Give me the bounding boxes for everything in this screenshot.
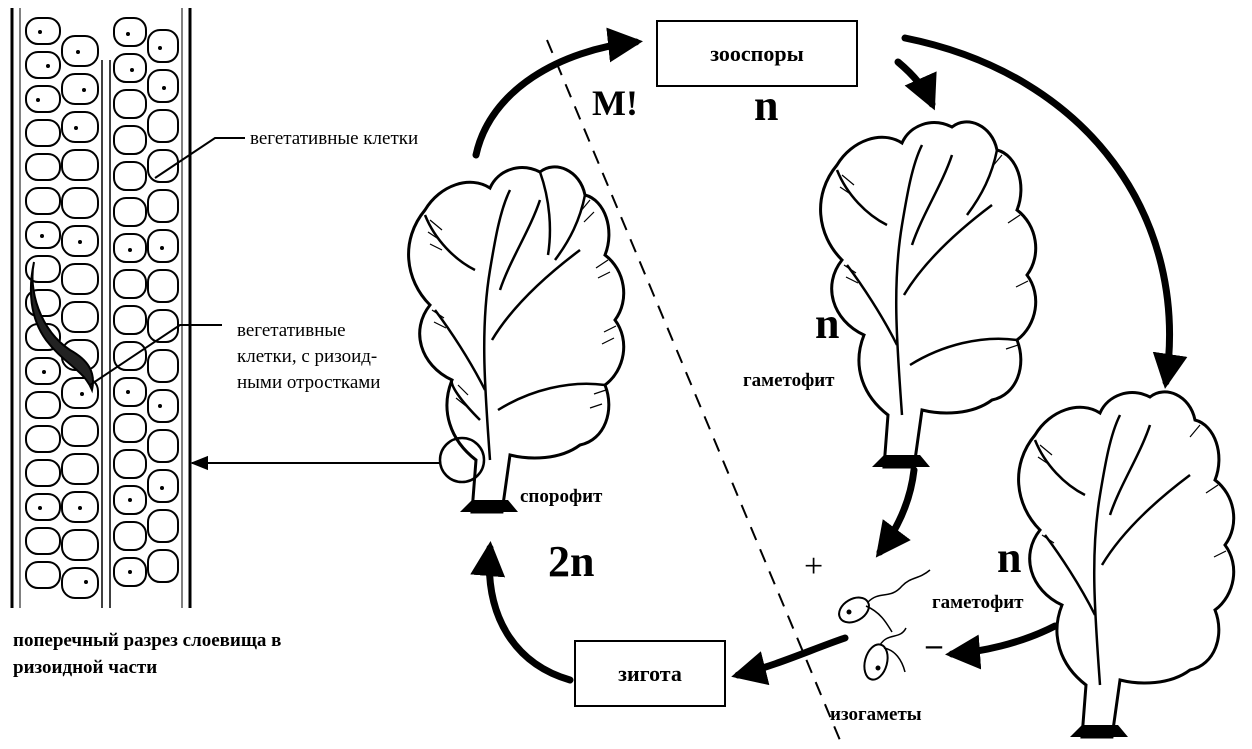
isogamete-minus [861, 628, 906, 682]
gametophyte-label-2: гаметофит [932, 592, 1024, 614]
zygote-box: зигота [574, 640, 726, 707]
arrow-zoospores-to-gametophyte-1 [898, 62, 932, 104]
isogametes-label: изогаметы [830, 704, 922, 726]
sporophyte-label: спорофит [520, 486, 602, 508]
rhizoid-cells-label-line2: клетки, с ризоид- [237, 344, 377, 370]
meiosis-label: М! [592, 82, 638, 124]
ploidy-2n: 2n [548, 536, 594, 587]
rhizoid-cells-label-line3: ными отростками [237, 370, 380, 396]
vegetative-cells-label: вегетативные клетки [250, 126, 420, 152]
thallus-cross-section [12, 8, 192, 608]
ploidy-n-middle: n [815, 298, 839, 349]
cross-section-caption-line1: поперечный разрез слоевища в [13, 630, 281, 652]
gametophyte-label-1: гаметофит [743, 370, 835, 392]
cross-section-caption-line2: ризоидной части [13, 657, 157, 679]
gametophyte-thallus-1 [821, 122, 1036, 467]
ploidy-n-right: n [997, 532, 1021, 583]
isogamete-plus [835, 570, 930, 632]
arrow-gametophyte-2-to-gametes [952, 626, 1055, 654]
zoospores-box: зооспоры [656, 20, 858, 87]
rhizoid-cells-label-line1: вегетативные [237, 318, 346, 344]
minus-sign: – [926, 626, 942, 663]
arrow-gametes-to-zygote [738, 638, 845, 675]
ploidy-n-top: n [754, 80, 778, 131]
gametophyte-thallus-2 [1019, 392, 1234, 737]
arrow-gametophyte-1-to-gametes [880, 470, 914, 552]
plus-sign: + [804, 548, 823, 586]
